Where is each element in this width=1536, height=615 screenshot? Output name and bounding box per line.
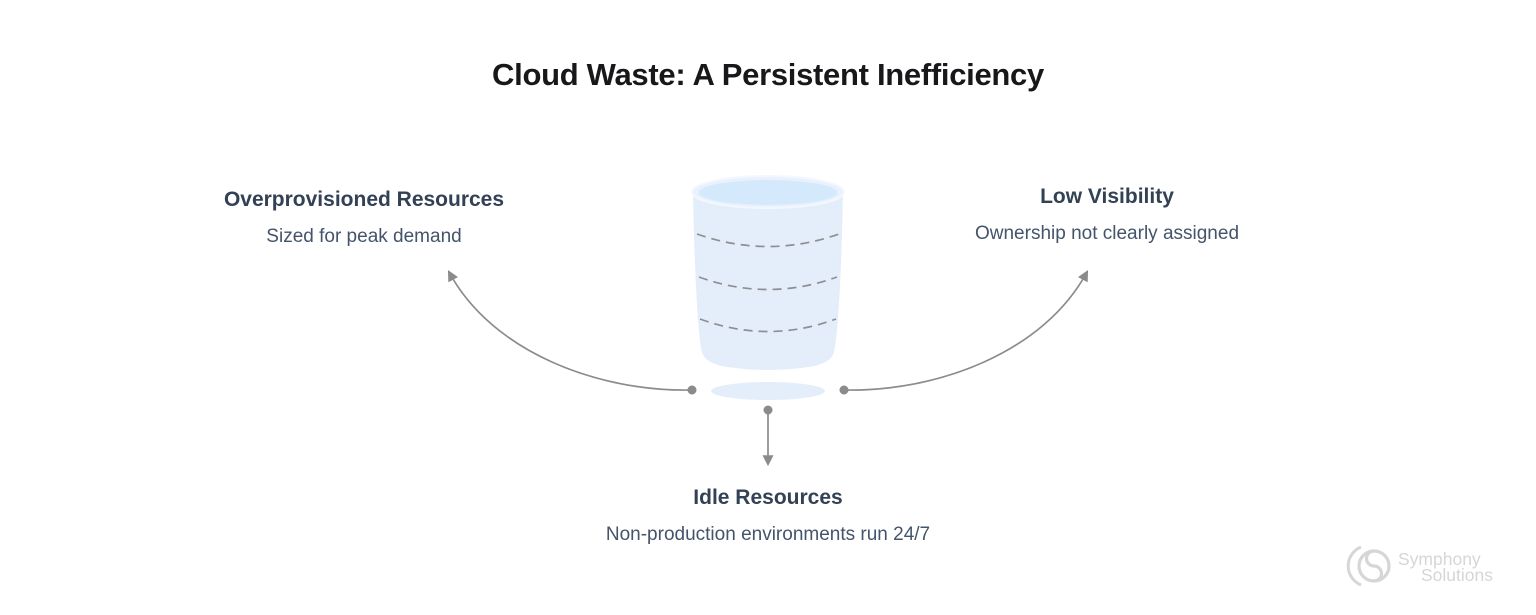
bucket-dashed-level-2 [698,276,838,291]
logo-text-line1: Symphony [1398,549,1481,569]
logo-outer-arc [1346,545,1362,587]
bucket-base-puddle [711,382,825,400]
down-arrow-dot [763,405,773,415]
callout-right-subtext: Ownership not clearly assigned [974,223,1240,244]
bucket-opening [698,180,838,205]
callout-right-heading: Low Visibility [1040,185,1174,208]
right-arrow [843,270,1089,391]
left-arrow [447,270,693,391]
logo-s-swirl [1364,549,1384,583]
callout-bottom-heading: Idle Resources [693,486,843,509]
bucket-dashed-level-1 [696,233,840,248]
symphony-solutions-logo: Symphony Solutions [1346,545,1493,587]
callout-overprovisioned-resources: Overprovisioned Resources Sized for peak… [164,188,564,248]
bucket-body [693,193,843,370]
callout-left-heading: Overprovisioned Resources [223,188,505,211]
diagram-title: Cloud Waste: A Persistent Inefficiency [492,57,1044,92]
callout-left-subtext: Sized for peak demand [266,226,462,247]
right-arrow-dot [839,385,849,395]
logo-text-line2: Solutions [1421,565,1493,585]
bucket-illustration [691,175,845,400]
callout-low-visibility: Low Visibility Ownership not clearly ass… [907,185,1307,245]
callout-idle-resources: Idle Resources Non-production environmen… [568,486,968,546]
left-arrow-dot [687,385,697,395]
callout-bottom-subtext: Non-production environments run 24/7 [605,524,931,545]
bucket-dashed-level-3 [699,318,837,333]
connector-arrows [447,270,1089,467]
